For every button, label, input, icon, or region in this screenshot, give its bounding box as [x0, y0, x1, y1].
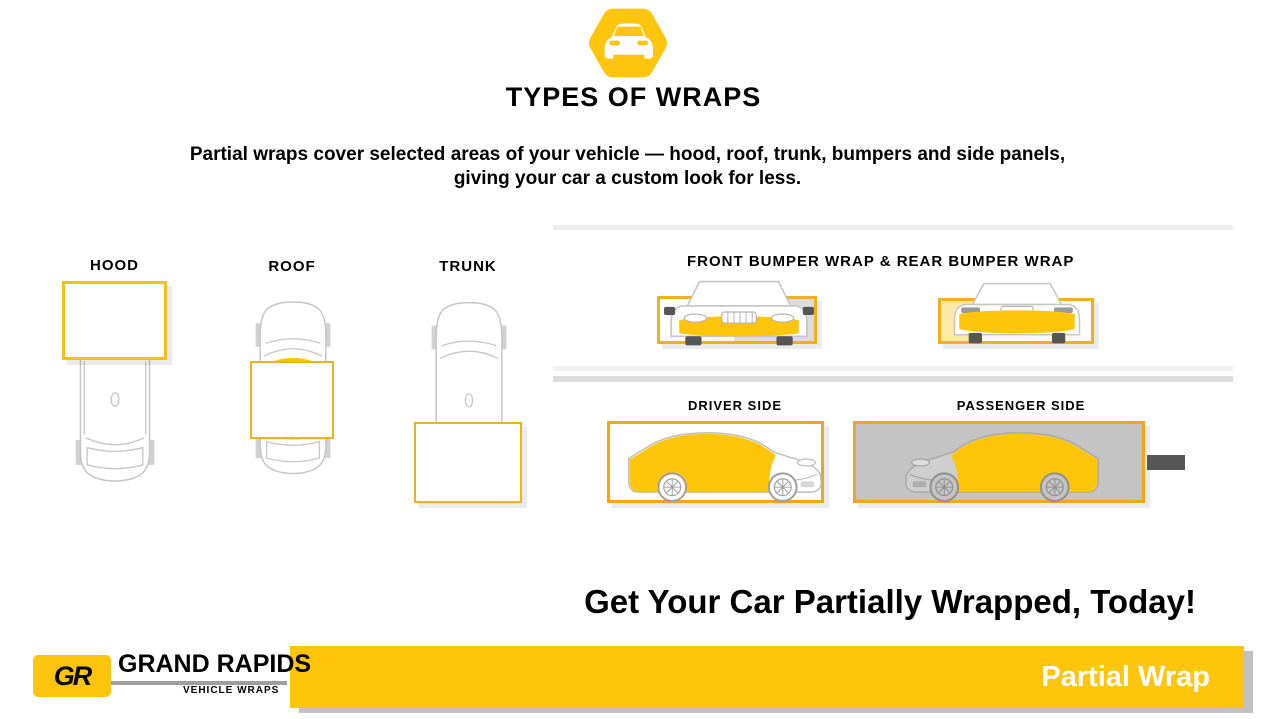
partial-wrap-banner: Partial Wrap — [290, 646, 1244, 708]
label-hood: HOOD — [90, 257, 139, 274]
highlight-box-hood — [62, 281, 167, 360]
logo-monogram: GR — [53, 660, 92, 691]
divider-middle-dark — [553, 376, 1233, 382]
side-note-bar — [1147, 455, 1185, 470]
description-line-2: giving your car a custom look for less. — [453, 168, 802, 189]
company-name: GRAND RAPIDS — [118, 650, 312, 678]
description-line-1: Partial wraps cover selected areas of yo… — [189, 144, 1066, 165]
page-title: TYPES OF WRAPS — [505, 82, 762, 112]
divider-top — [553, 225, 1233, 230]
car-side-view-driver — [612, 425, 842, 502]
label-trunk: TRUNK — [439, 258, 497, 275]
company-underline — [72, 681, 287, 685]
car-hexagon-icon — [589, 6, 667, 80]
car-rear-view — [946, 279, 1088, 347]
label-passenger-side: PASSENGER SIDE — [956, 398, 1086, 413]
highlight-box-roof — [250, 361, 334, 439]
label-roof: ROOF — [268, 258, 316, 275]
highlight-box-trunk — [414, 422, 522, 503]
page-description: Partial wraps cover selected areas of yo… — [0, 143, 1255, 191]
car-front-view — [663, 277, 815, 349]
label-bumpers: FRONT BUMPER WRAP & REAR BUMPER WRAP — [687, 253, 1075, 270]
company-logo: GR — [33, 655, 111, 697]
cta-text: Get Your Car Partially Wrapped, Today! — [584, 583, 1196, 620]
divider-middle-light — [553, 366, 1233, 371]
banner-label: Partial Wrap — [1041, 660, 1210, 693]
company-tagline: VEHICLE WRAPS — [183, 685, 280, 696]
car-side-view-passenger — [862, 425, 1138, 502]
label-driver-side: DRIVER SIDE — [687, 398, 783, 413]
